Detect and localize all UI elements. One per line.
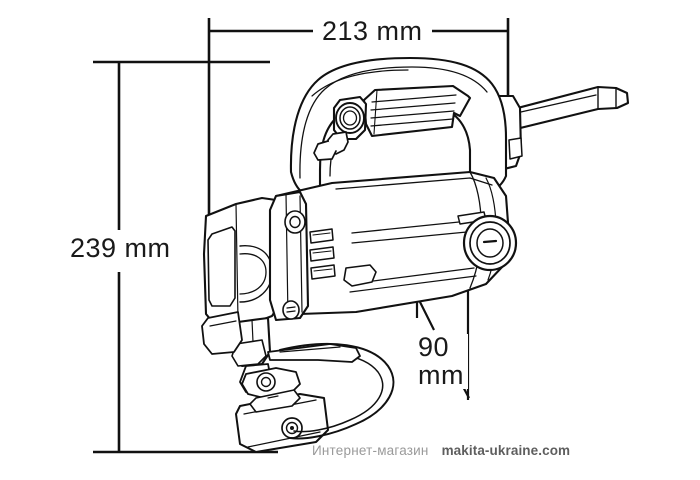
handle-knob [332,95,368,141]
power-cord-sleeve [504,85,630,133]
dimension-label-width: 213 mm [313,18,432,45]
gearbox-housing [202,196,284,328]
orbital-dial [462,214,518,272]
watermark: Интернет-магазин makita-ukraine.com [312,444,570,458]
trigger-lever [313,131,349,161]
dimension-label-depth-value: 90 [418,332,450,362]
dimension-label-depth-unit: mm [418,359,464,390]
dimension-label-depth: 90 mm [414,332,468,390]
vent-louvre-panel [362,84,472,138]
control-column [268,190,336,322]
base-shoe [235,367,329,453]
jigsaw-illustration [201,56,630,453]
body-hook [343,264,377,287]
watermark-shop-label: Интернет-магазин [312,443,429,458]
roller-bracket [231,339,267,367]
dimension-label-height: 239 mm [62,232,179,265]
front-nose [201,311,243,355]
watermark-site-label: makita-ukraine.com [441,443,571,458]
lever-arm [267,343,361,363]
